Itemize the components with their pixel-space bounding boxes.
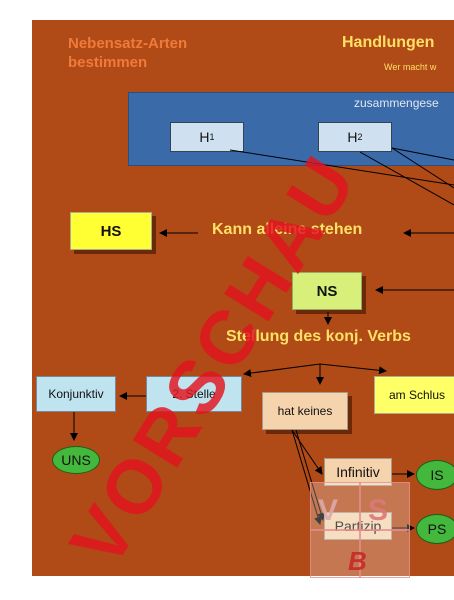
logo-s: S: [368, 494, 388, 527]
hs-box: HS: [70, 212, 152, 250]
is-oval: IS: [416, 460, 454, 490]
konjunktiv-box: Konjunktiv: [36, 376, 116, 412]
arrow-h2-line-b: [391, 147, 454, 161]
title-right: Handlungen: [342, 34, 435, 51]
am-schluss-box: am Schlus: [374, 376, 454, 414]
banner-label: zusammengese: [354, 96, 439, 110]
uns-oval: UNS: [52, 446, 100, 474]
arrow-to-infinitiv: [291, 429, 323, 475]
arrow-to-zweite: [243, 363, 321, 378]
title-left-line2: bestimmen: [68, 54, 148, 71]
zweite-stelle-box: 2. Stelle: [146, 376, 242, 412]
subtitle-right: Wer macht w: [384, 62, 437, 72]
arrow-to-partizip-a: [291, 429, 322, 525]
arrow-to-partizip-b: [295, 429, 325, 521]
logo-graphic: V S B: [309, 481, 411, 579]
title-left-line1: Nebensatz-Arten: [68, 35, 188, 52]
stellung-label: Stellung des konj. Verbs: [226, 328, 411, 345]
title-left: Nebensatz-Arten bestimmen: [68, 34, 187, 72]
ps-oval: PS: [416, 514, 454, 544]
hat-keines-box: hat keines: [262, 392, 348, 430]
arrow-h1-line: [229, 149, 454, 186]
h2-main: H: [347, 129, 358, 145]
arrow-h2-line-a: [359, 151, 454, 206]
h2-sub: 2: [357, 132, 363, 142]
partizip-box: Partizip: [324, 512, 392, 540]
arrow-h2-line-c: [391, 147, 454, 189]
slide: Nebensatz-Arten bestimmen Handlungen Wer…: [32, 20, 454, 576]
arrow-to-am-schluss: [319, 363, 387, 375]
h1-sub: 1: [209, 132, 215, 142]
ns-box: NS: [292, 272, 362, 310]
h1-main: H: [199, 129, 210, 145]
logo-b: B: [348, 546, 367, 576]
logo-mark: V S B: [309, 481, 411, 579]
kann-alleine-label: Kann alleine stehen: [212, 221, 363, 238]
logo-v: V: [318, 494, 338, 527]
